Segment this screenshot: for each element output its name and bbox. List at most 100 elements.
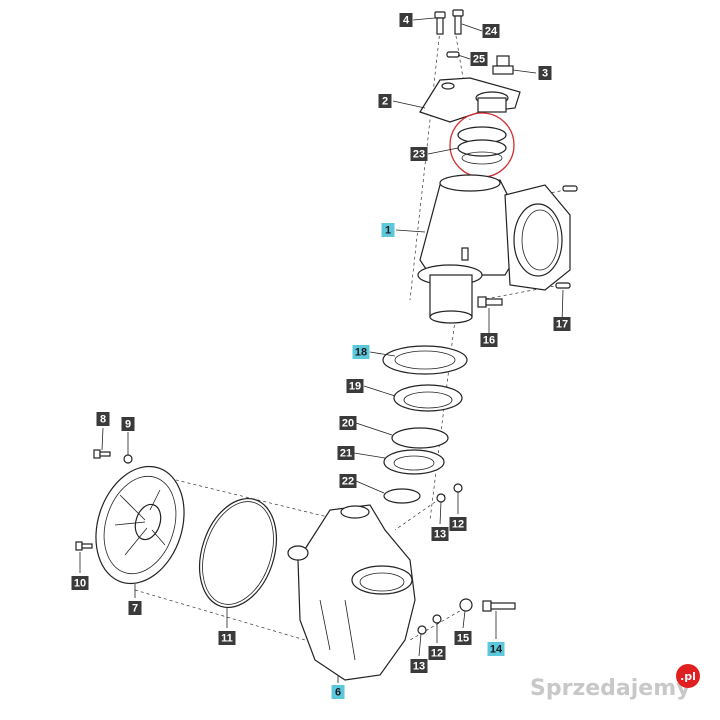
part-label-number: 1 [385,225,391,237]
part-label-8: 8 [96,412,110,426]
watermark-logo: Sprzedajemy .pl [530,664,700,701]
washer-15 [459,598,473,612]
part-label-box [470,52,488,66]
part-label-number: 13 [413,661,425,673]
part-label-box [428,646,446,660]
label-leaders [79,17,564,683]
part-label-12: 12 [449,517,467,531]
part-label-number: 2 [382,96,388,108]
part-label-number: 21 [340,448,352,460]
part-label-box [538,66,552,80]
part-label-number: 20 [342,418,354,430]
washer-12-lower [432,614,442,624]
pin-25 [446,51,460,58]
part-label-18: 18 [352,345,370,359]
part-label-7: 7 [128,601,142,615]
watermark-suffix: .pl [680,670,696,683]
part-label-box [482,24,500,38]
part-label-number: 17 [556,319,568,331]
lower-housing-6 [287,504,416,681]
part-label-19: 19 [346,379,364,393]
part-label-box [399,13,413,27]
part-label-number: 7 [132,603,138,615]
part-label-21: 21 [337,446,355,460]
part-label-box [352,345,370,359]
breather-3 [492,55,514,75]
part-label-box [410,147,428,161]
part-label-13: 13 [410,659,428,673]
part-label-13: 13 [431,527,449,541]
part-label-box [480,333,498,347]
top-cover-2 [419,77,521,123]
part-label-number: 3 [542,68,548,80]
part-label-box [337,446,355,460]
nut-13-lower [417,625,427,635]
bolt-4 [434,11,446,35]
part-label-box [339,416,357,430]
part-label-3: 3 [538,66,552,80]
bolt-16 [477,296,503,308]
part-label-number: 4 [403,15,410,27]
part-label-number: 12 [452,519,464,531]
washer-12-upper [453,483,463,493]
bolt-14 [482,600,516,612]
part-label-9: 9 [121,417,135,431]
part-label-box [96,412,110,426]
nut-13-upper [436,493,446,503]
part-label-number: 13 [434,529,446,541]
part-label-number: 6 [335,687,341,699]
part-label-box [218,631,236,645]
part-label-number: 18 [355,347,367,359]
part-label-12: 12 [428,646,446,660]
part-label-box [487,642,505,656]
cover-7 [95,465,185,585]
part-label-box [449,517,467,531]
circlip-20 [391,427,449,449]
part-label-25: 25 [470,52,488,66]
part-label-14: 14 [487,642,505,656]
part-label-number: 25 [473,54,485,66]
part-label-number: 11 [221,633,233,645]
ring-22 [383,488,421,504]
part-label-number: 23 [413,149,425,161]
part-label-number: 22 [342,476,354,488]
part-labels: 4 24 25 3 2 23 1 17 16 18 19 20 21 22 8 9 13 12 10 7 11 15 14 6… [71,13,571,699]
part-label-15: 15 [454,631,472,645]
o-ring-11 [199,497,277,609]
part-label-20: 20 [339,416,357,430]
seal-18 [382,345,468,375]
part-label-number: 9 [125,419,131,431]
bearing-23 [457,126,507,165]
part-label-box [339,474,357,488]
upper-housing-1 [417,174,571,324]
bearing-19 [393,384,463,412]
part-label-22: 22 [339,474,357,488]
bolt-10 [75,541,93,551]
part-label-box [121,417,135,431]
part-label-16: 16 [480,333,498,347]
part-label-box [553,317,571,331]
part-label-box [410,659,428,673]
part-label-11: 11 [218,631,236,645]
part-label-number: 8 [100,414,106,426]
part-label-number: 10 [74,578,86,590]
bolt-24 [452,9,464,35]
part-label-number: 16 [483,335,495,347]
part-label-box [346,379,364,393]
part-label-number: 19 [349,381,361,393]
part-label-number: 15 [457,633,469,645]
nut-9 [123,454,133,464]
part-label-box [71,576,89,590]
part-label-24: 24 [482,24,500,38]
part-label-number: 24 [485,26,498,38]
bearing-21 [383,449,445,475]
part-label-number: 14 [490,644,503,656]
part-label-box [381,223,395,237]
bolt-8 [93,449,111,459]
part-label-6: 6 [331,685,345,699]
part-label-number: 12 [431,648,443,660]
part-label-box [431,527,449,541]
watermark-text: Sprzedajemy [530,676,691,701]
part-label-23: 23 [410,147,428,161]
